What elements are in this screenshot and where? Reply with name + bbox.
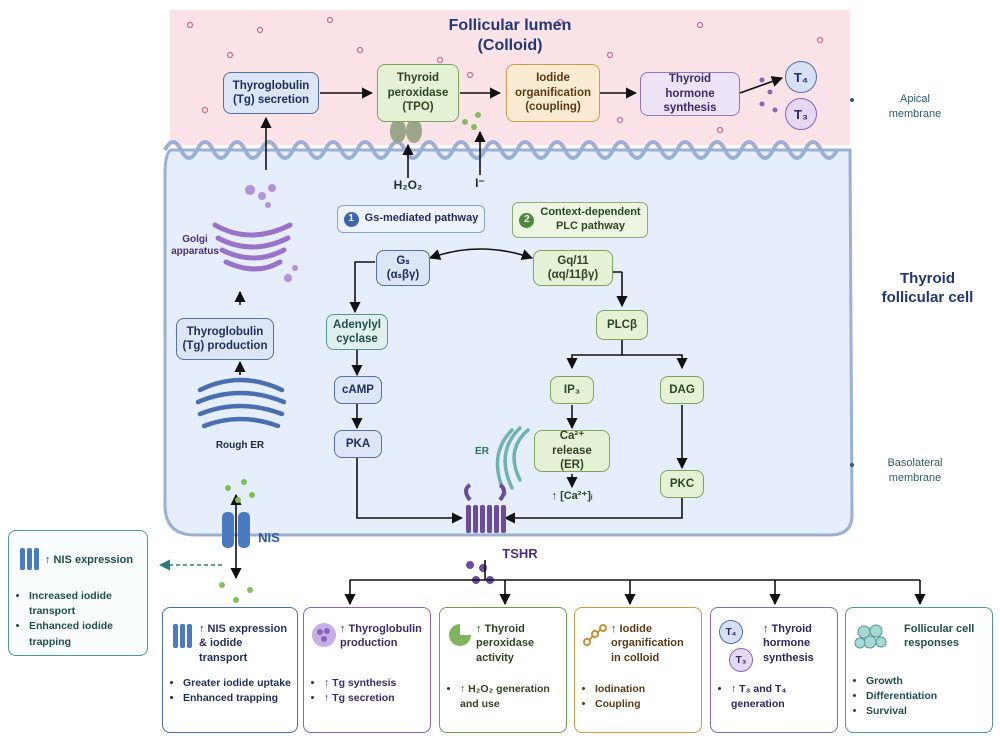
t3-hormone-small: T₃ <box>729 648 753 672</box>
tshr-label: TSHR <box>502 546 538 561</box>
apical-membrane <box>163 140 839 160</box>
thyroid-hormone-synthesis-box: Thyroid hormone synthesis <box>640 72 740 116</box>
cell-cluster-icon <box>854 624 887 649</box>
outcome-card-title: ↑ NIS expression & iodide transport <box>199 623 288 664</box>
apical-membrane-label: Apical membrane <box>888 93 942 120</box>
golgi-apparatus-label: Golgi apparatus <box>171 234 219 257</box>
tpo-box: Thyroid peroxidase (TPO) <box>377 64 459 122</box>
outcome-card-title: ↑ Iodide organification in colloid <box>611 623 684 664</box>
plc-pathway-label: Context-dependent PLC pathway <box>540 206 641 232</box>
pka-box: PKA <box>334 430 382 458</box>
thyroid-follicular-cell-title: Thyroid follicular cell <box>881 270 974 306</box>
plc-pathway-number: 2 <box>519 212 535 228</box>
outcome-card-title: ↑ Thyroglobulin production <box>340 623 422 650</box>
iodide-organification-box: Iodide organification (coupling) <box>506 64 600 122</box>
outcome-card-item: Growth <box>866 674 986 689</box>
gs-protein-box: Gₛ (αₛβγ) <box>376 250 430 286</box>
t4-hormone: T₄ <box>785 61 817 93</box>
basolateral-membrane-label: Basolateral membrane <box>887 457 943 484</box>
tg-production-box: Thyroglobulin (Tg) production <box>176 318 274 360</box>
t3-hormone: T₃ <box>785 98 817 130</box>
outcome-card-item: Survival <box>866 704 986 719</box>
gs-pathway-header: 1 Gs-mediated pathway <box>337 205 485 233</box>
outcome-card-item: ↑ Tg secretion <box>324 691 424 706</box>
outcome-card-item: Coupling <box>595 697 695 712</box>
outcome-card-title: ↑ Thyroid hormone synthesis <box>763 623 814 664</box>
rough-er-label: Rough ER <box>215 440 265 451</box>
tg-secretion-box: Thyroglobulin (Tg) secretion <box>223 72 319 114</box>
gs-pathway-label: Gs-mediated pathway <box>364 212 479 225</box>
pkc-box: PKC <box>660 470 704 498</box>
outcome-card-item: ↑ H₂O₂ generation and use <box>460 682 560 712</box>
ca-release-box: Ca²⁺ release (ER) <box>534 430 610 472</box>
outcome-card-cell-responses: Follicular cell responses Growth Differe… <box>845 607 993 733</box>
rough-er-icon <box>195 377 287 429</box>
outcome-card-organification: ↑ Iodide organification in colloid Iodin… <box>574 607 702 733</box>
tpo-enzyme-icon <box>390 119 422 143</box>
er-label: ER <box>475 446 489 457</box>
adenylyl-cyclase-box: Adenylyl cyclase <box>326 314 388 350</box>
outcome-card-nis: ↑ NIS expression & iodide transport Grea… <box>162 607 298 733</box>
outcome-card-title: Follicular cell responses <box>904 623 975 650</box>
molecule-icon <box>583 624 607 646</box>
plc-beta-box: PLCβ <box>596 310 648 340</box>
outcome-card-item: Iodination <box>595 682 695 697</box>
follicular-lumen-title: Follicular lumen (Colloid) <box>448 17 572 54</box>
gq11-protein-box: Gq/11 (αq/11βγ) <box>533 250 613 286</box>
nis-panel-item: Enhanced iodide trapping <box>29 619 141 649</box>
plc-pathway-header: 2 Context-dependent PLC pathway <box>512 202 648 238</box>
h2o2-label: H₂O₂ <box>393 178 423 192</box>
outcome-card-thyroglobulin: ↑ Thyroglobulin production ↑ Tg synthesi… <box>303 607 431 733</box>
tpo-enzyme-icon <box>449 624 471 646</box>
nis-label: NIS <box>258 530 280 545</box>
outcome-card-item: Enhanced trapping <box>183 691 291 706</box>
nis-transporter-icon-small <box>20 548 39 570</box>
tshr-receptor-icon <box>464 483 506 533</box>
outcome-card-hormone-synthesis: T₄ T₃ ↑ Thyroid hormone synthesis ↑ T₃ a… <box>710 607 838 733</box>
nis-panel-item: Increased iodide transport <box>29 589 141 619</box>
intracellular-calcium-label: ↑ [Ca²⁺]ᵢ <box>551 490 593 502</box>
golgi-apparatus-icon <box>212 222 293 272</box>
t4-hormone-small: T₄ <box>719 620 743 644</box>
ip3-box: IP₃ <box>550 376 594 404</box>
gs-pathway-number: 1 <box>343 211 359 227</box>
nis-transporter-icon <box>222 493 250 580</box>
thyroglobulin-icon <box>312 623 336 647</box>
outcome-card-tpo: ↑ Thyroid peroxidase activity ↑ H₂O₂ gen… <box>439 607 567 733</box>
iodide-ion-label: I⁻ <box>475 176 485 190</box>
nis-expression-panel: ↑ NIS expression Increased iodide transp… <box>8 530 148 656</box>
outcome-card-item: ↑ T₃ and T₄ generation <box>731 682 831 712</box>
nis-transporter-icon <box>173 624 192 648</box>
outcome-card-title: ↑ Thyroid peroxidase activity <box>476 623 535 664</box>
nis-panel-title: ↑ NIS expression <box>45 554 134 566</box>
colloid-dots <box>186 16 824 134</box>
outcome-card-item: Greater iodide uptake <box>183 676 291 691</box>
camp-box: cAMP <box>334 376 382 404</box>
outcome-card-item: Differentiation <box>866 689 986 704</box>
outcome-card-item: ↑ Tg synthesis <box>324 676 424 691</box>
dag-box: DAG <box>660 376 704 404</box>
